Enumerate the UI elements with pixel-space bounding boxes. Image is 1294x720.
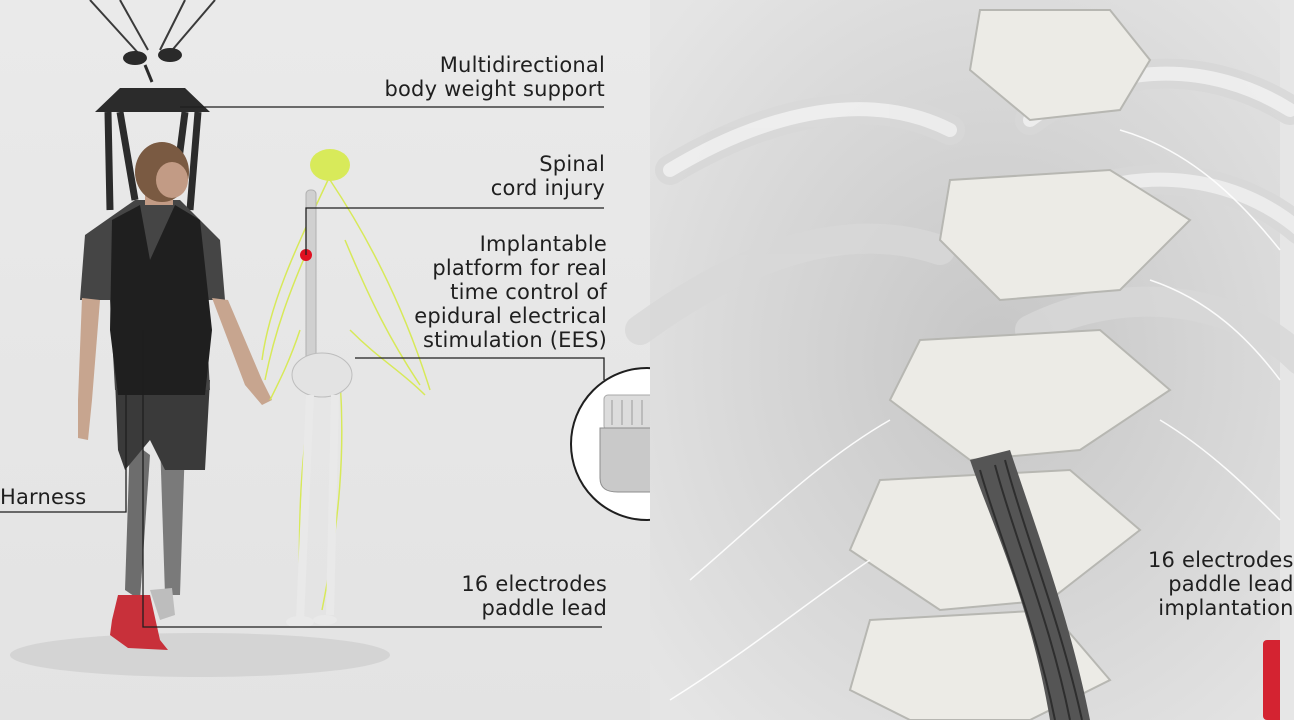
- spine-illustration: [625, 0, 1294, 720]
- left-panel: Multidirectional body weight support Spi…: [0, 0, 724, 720]
- brand-logo-icon: [1263, 640, 1280, 720]
- implantation-caption: 16 electrodes paddle lead implantation: [1148, 548, 1294, 620]
- nervous-system-figure: [261, 149, 431, 628]
- harness-label: Harness: [0, 485, 87, 509]
- floor-shadow: [10, 633, 390, 677]
- pulley-right: [158, 48, 182, 62]
- leader-lines: [0, 106, 605, 628]
- injury-label: Spinal cord injury: [490, 152, 605, 200]
- hanger-rod: [143, 64, 154, 83]
- walking-person: [78, 142, 272, 650]
- platform-label: Implantable platform for real time contr…: [414, 232, 607, 352]
- pulley-left: [123, 51, 147, 65]
- brain-icon: [310, 149, 350, 181]
- spine-render-panel: 16 electrodes paddle lead implantation: [625, 0, 1294, 720]
- paddle-lead-label: 16 electrodes paddle lead: [461, 572, 607, 620]
- support-cables: [89, 0, 216, 56]
- support-label: Multidirectional body weight support: [384, 53, 605, 101]
- spreader-bar: [95, 88, 210, 112]
